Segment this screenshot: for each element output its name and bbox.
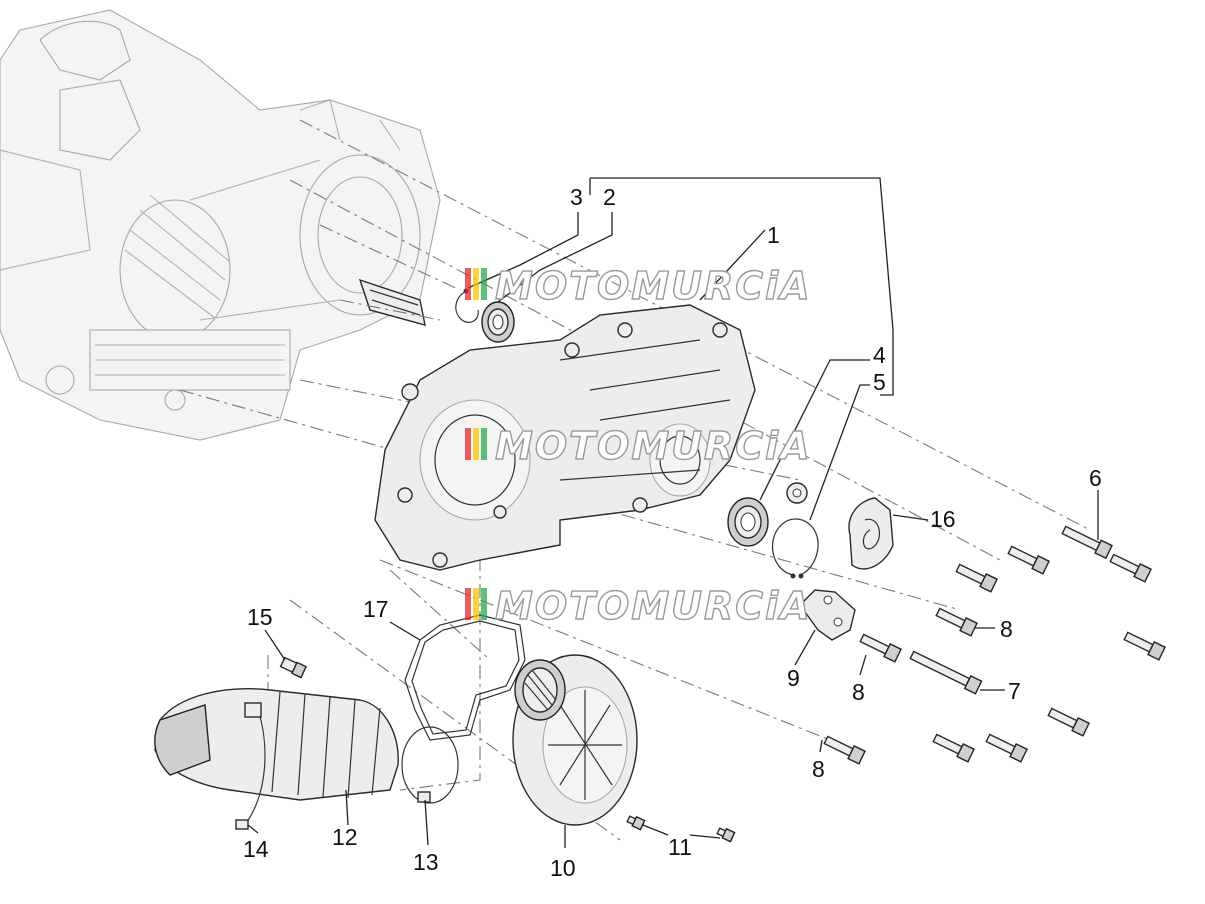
callout-4: 4 <box>873 342 886 368</box>
callout-8-mid: 8 <box>852 679 865 705</box>
callout-1: 1 <box>767 222 780 248</box>
callout-5: 5 <box>873 369 886 395</box>
bolt-part <box>823 735 866 765</box>
leader-lines <box>247 177 1099 848</box>
watermark-text: MOTOMURCiA <box>495 584 812 628</box>
bolt-part <box>932 733 975 763</box>
oil-seal-part <box>727 497 769 547</box>
transmission-cover-part <box>374 304 756 571</box>
callout-6: 6 <box>1089 465 1102 491</box>
screw-part-11a <box>626 815 646 831</box>
callout-17: 17 <box>363 596 389 622</box>
bolt-part <box>1047 707 1090 737</box>
watermark-text: MOTOMURCiA <box>495 424 812 468</box>
bolt-part <box>935 607 978 637</box>
callout-8-low: 8 <box>812 756 825 782</box>
bolt-part <box>955 563 998 593</box>
watermark-layer: MOTOMURCiA MOTOMURCiA MOTOMURCiA <box>465 263 812 629</box>
watermark-logo: MOTOMURCiA <box>465 583 812 629</box>
bolt-part <box>859 633 902 663</box>
strap-band-part <box>235 702 266 830</box>
callout-labels: 1 2 3 4 5 6 7 8 8 8 9 10 11 12 13 14 15 … <box>243 184 1102 881</box>
nut-part <box>786 482 808 504</box>
callout-12: 12 <box>332 824 358 850</box>
bolt-part <box>985 733 1028 763</box>
callout-10: 10 <box>550 855 576 881</box>
watermark-logo: MOTOMURCiA <box>465 263 812 309</box>
callout-14: 14 <box>243 836 269 862</box>
engine-assembly-background <box>0 9 441 441</box>
callout-2: 2 <box>603 184 616 210</box>
bolt-part <box>909 650 983 695</box>
bearing-part <box>481 301 515 343</box>
snap-ring-part <box>771 518 819 579</box>
intake-duct-part <box>154 688 399 801</box>
bolt-part <box>1109 553 1152 583</box>
callout-9: 9 <box>787 665 800 691</box>
callout-15: 15 <box>247 604 273 630</box>
hose-clamp-part <box>401 726 459 804</box>
callout-16: 16 <box>930 506 956 532</box>
callout-13: 13 <box>413 849 439 875</box>
callout-3: 3 <box>570 184 583 210</box>
bracket-part <box>799 589 856 641</box>
bolt-set <box>823 525 1166 765</box>
callout-11: 11 <box>668 834 692 860</box>
callout-7: 7 <box>1008 678 1021 704</box>
bolt-part <box>1061 525 1113 560</box>
cap-plate-part <box>848 497 894 570</box>
bolt-part <box>1007 545 1050 575</box>
watermark-logo: MOTOMURCiA <box>465 423 812 469</box>
screw-part-11b <box>716 827 736 843</box>
bolt-part <box>1123 631 1166 661</box>
gasket-part <box>404 614 526 741</box>
watermark-text: MOTOMURCiA <box>495 264 812 308</box>
callout-8-right: 8 <box>1000 616 1013 642</box>
air-intake-cover-part <box>512 654 638 826</box>
small-screws <box>279 656 736 843</box>
screw-part-15 <box>279 656 307 679</box>
